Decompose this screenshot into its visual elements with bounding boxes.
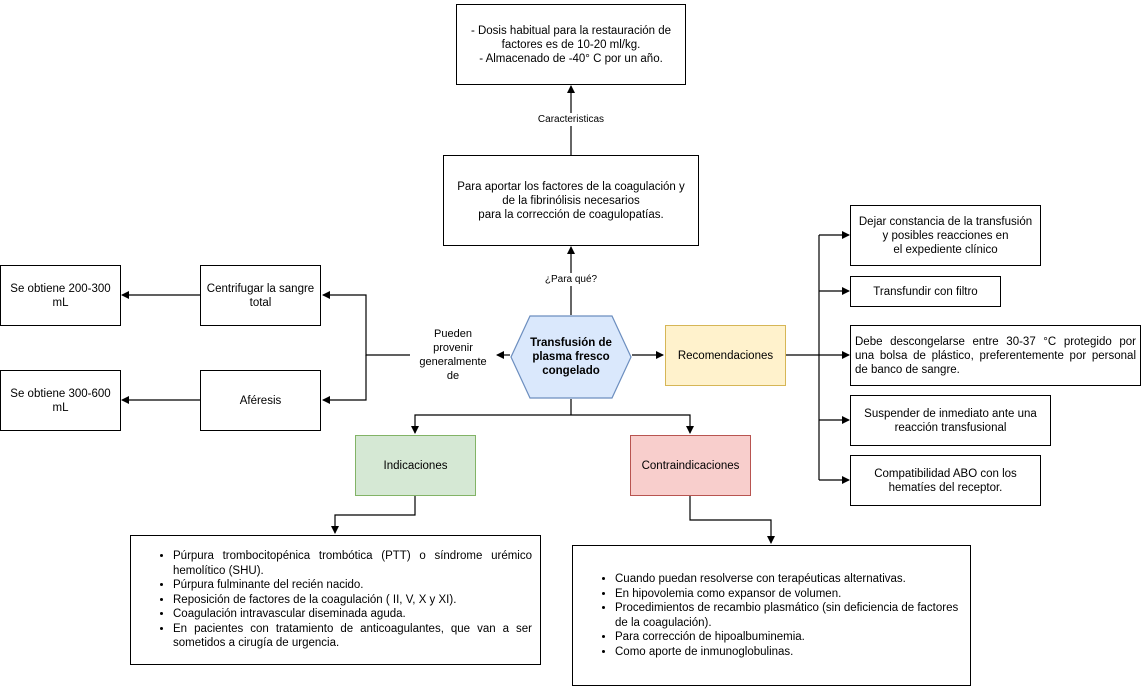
recommendation-item-5: Compatibilidad ABO con los hematíes del … [850,455,1041,506]
list-item: Coagulación intravascular diseminada agu… [173,607,532,622]
origin-label-line4: de [446,370,460,382]
edge-center-indications [411,414,571,434]
rec5-line2: hematíes del receptor. [888,481,1003,494]
list-item: Para corrección de hipoalbuminemia. [615,630,962,645]
origin-label-line2: provenir [433,342,473,354]
indications-box: Indicaciones [355,435,476,496]
list-item: En hipovolemia como expansor de volumen. [615,587,962,602]
rec1-line2: y posibles reacciones en [882,229,1009,242]
list-item: Cuando puedan resolverse con terapéutica… [615,572,962,587]
center-line3: congelado [542,365,600,377]
centrifuge-line2: total [249,296,272,309]
center-node: Transfusión de plasma fresco congelado [510,315,632,399]
contraindications-list: Cuando puedan resolverse con terapéutica… [577,572,962,659]
origin-label-line1: Pueden [434,328,472,340]
list-item: En pacientes con tratamiento de anticoag… [173,622,532,651]
recommendation-item-4: Suspender de inmediato ante una reacción… [850,395,1051,446]
rec3-line2: una bolsa de plástico, preferentemente p… [855,349,1136,362]
rec4-line1: Suspender de inmediato ante una [864,407,1037,420]
apheresis-result-line2: mL [52,401,69,414]
hexagon-shape [510,315,632,399]
edge-origin-trunk [322,291,410,356]
indications-title: Indicaciones [383,459,448,472]
rec1-line3: el expediente clínico [893,243,998,256]
list-item: Procedimientos de recambio plasmático (s… [615,601,962,630]
characteristics-line3: - Almacenado de -40° C por un año. [479,52,663,65]
edge-origin-apheresis [322,355,367,404]
purpose-line3: para la corrección de coagulopatías. [478,208,664,221]
centrifuge-line1: Centrifugar la sangre [206,282,315,295]
contraindications-box: Contraindicaciones [630,435,751,496]
centrifuge-box: Centrifugar la sangre total [200,265,321,326]
recommendations-title: Recomendaciones [677,349,774,362]
apheresis-result-line1: Se obtiene 300-600 [10,387,111,400]
rec5-line1: Compatibilidad ABO con los [874,467,1017,480]
centrifuge-result-box: Se obtiene 200-300 mL [0,265,121,326]
list-item: Como aporte de inmunoglobulinas. [615,645,962,660]
recommendation-item-3: Debe descongelarse entre 30-37 °C proteg… [850,325,1141,386]
recommendations-box: Recomendaciones [665,325,786,386]
list-item: Púrpura trombocitopénica trombótica (PTT… [173,549,532,578]
edge-contraindications-list [689,495,775,544]
center-line2: plasma fresco [532,351,610,363]
center-label: Transfusión de plasma fresco congelado [510,315,632,399]
purpose-line1: Para aportar los factores de la coagulac… [457,180,685,193]
center-line1: Transfusión de [530,337,612,349]
rec4-line2: reacción transfusional [894,421,1007,434]
rec3-line1: Debe descongelarse entre 30-37 °C proteg… [855,335,1136,348]
centrifuge-result-line2: mL [52,296,69,309]
apheresis-label: Aféresis [239,394,282,407]
recommendation-item-1: Dejar constancia de la transfusión y pos… [850,205,1041,266]
purpose-edge-label: ¿Para qué? [536,273,606,286]
list-item: Reposición de factores de la coagulación… [173,593,532,608]
rec2-line1: Transfundir con filtro [873,285,978,298]
edge-center-contraindications [571,414,694,434]
origin-label-line3: generalmente [419,356,487,368]
characteristics-line1: - Dosis habitual para la restauración de [470,24,672,37]
characteristics-line2: factores es de 10-20 ml/kg. [501,38,641,51]
recommendation-item-2: Transfundir con filtro [850,276,1001,307]
rec1-line1: Dejar constancia de la transfusión [858,215,1033,228]
centrifuge-result-line1: Se obtiene 200-300 [10,282,111,295]
apheresis-result-box: Se obtiene 300-600 mL [0,370,121,431]
characteristics-edge-label: Caracteristicas [530,113,612,126]
apheresis-box: Aféresis [200,370,321,431]
indications-list: Púrpura trombocitopénica trombótica (PTT… [135,549,532,651]
contraindications-title: Contraindicaciones [641,459,740,472]
edge-indications-list [331,495,416,534]
list-item: Púrpura fulminante del recién nacido. [173,578,532,593]
indications-list-box: Púrpura trombocitopénica trombótica (PTT… [130,535,541,665]
purpose-line2: de la fibrinólisis necesarios [502,194,640,207]
characteristics-box: - Dosis habitual para la restauración de… [456,4,686,85]
origin-edge-label: Pueden provenir generalmente de [410,327,496,383]
purpose-box: Para aportar los factores de la coagulac… [443,155,699,246]
rec3-line3: de banco de sangre. [855,363,960,376]
contraindications-list-box: Cuando puedan resolverse con terapéutica… [572,545,971,686]
